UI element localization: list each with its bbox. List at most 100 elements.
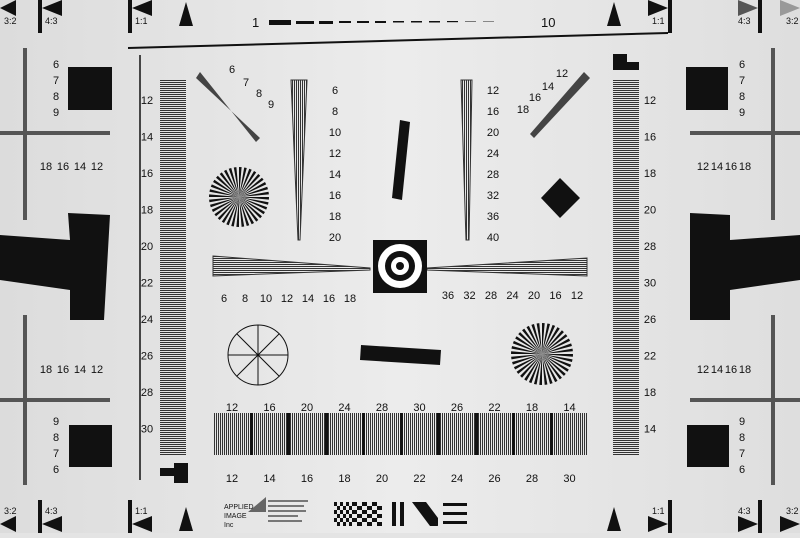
wedge-right-scale-label: 36 <box>487 211 499 223</box>
right-bar-frequency-label: 18 <box>644 387 656 399</box>
right-bar-frequency-label: 18 <box>644 168 656 180</box>
wedge-left-scale-label: 16 <box>329 190 341 202</box>
wedge-right-scale-label: 12 <box>487 85 499 97</box>
diagonal-left-label: 8 <box>256 88 262 100</box>
horizontal-wedge-left-label: 8 <box>242 293 248 305</box>
diagonal-left-label: 9 <box>268 99 274 111</box>
right-lower-vertical-label: 8 <box>739 432 745 444</box>
left-lower-vertical-label: 6 <box>53 464 59 476</box>
ratio-label-4-3-top-right: 4:3 <box>738 16 751 26</box>
wedge-right-scale-label: 24 <box>487 148 499 160</box>
ratio-label-3-2-top-left: 3:2 <box>4 16 17 26</box>
right-upper-vertical-label: 7 <box>739 75 745 87</box>
right-bar-frequency-label: 26 <box>644 314 656 326</box>
horizontal-wedge-left-label: 14 <box>302 293 314 305</box>
left-lower-horizontal-label: 18 <box>40 364 52 376</box>
diagonal-left-label: 6 <box>229 64 235 76</box>
left-bar-frequency-label: 14 <box>141 132 153 144</box>
horizontal-wedge-right-label: 36 <box>442 290 454 302</box>
ratio-label-1-1-bottom-left: 1:1 <box>135 506 148 516</box>
right-upper-vertical-label: 6 <box>739 59 745 71</box>
bottom-block-top-label: 22 <box>488 402 500 414</box>
left-bar-frequency-label: 20 <box>141 241 153 253</box>
right-bar-frequency-label: 20 <box>644 205 656 217</box>
diagonal-right-label: 12 <box>556 68 568 80</box>
right-lower-vertical-label: 9 <box>739 416 745 428</box>
right-lower-horizontal-label: 18 <box>739 364 751 376</box>
left-lower-vertical-label: 9 <box>53 416 59 428</box>
bottom-block-top-label: 16 <box>263 402 275 414</box>
ratio-label-1-1-top-right: 1:1 <box>652 16 665 26</box>
right-bar-frequency-label: 30 <box>644 278 656 290</box>
bottom-block-top-label: 30 <box>413 402 425 414</box>
left-upper-vertical-label: 6 <box>53 59 59 71</box>
wedge-right-scale-label: 28 <box>487 169 499 181</box>
horizontal-wedge-right-label: 16 <box>549 290 561 302</box>
left-lower-horizontal-label: 16 <box>57 364 69 376</box>
left-bar-frequency-label: 24 <box>141 314 153 326</box>
bottom-block-bottom-label: 30 <box>563 473 575 485</box>
left-upper-horizontal-label: 12 <box>91 161 103 173</box>
scale-start-label: 1 <box>252 15 259 30</box>
right-bar-frequency-label: 28 <box>644 241 656 253</box>
left-upper-vertical-label: 8 <box>53 91 59 103</box>
bottom-block-bottom-label: 24 <box>451 473 463 485</box>
bottom-block-top-label: 28 <box>376 402 388 414</box>
diagonal-right-label: 18 <box>517 104 529 116</box>
right-bar-frequency-label: 12 <box>644 95 656 107</box>
bottom-block-bottom-label: 26 <box>488 473 500 485</box>
right-upper-vertical-label: 9 <box>739 107 745 119</box>
right-upper-horizontal-label: 14 <box>711 161 723 173</box>
wedge-left-scale-label: 6 <box>332 85 338 97</box>
bottom-block-top-label: 14 <box>563 402 575 414</box>
diagonal-left-label: 7 <box>243 77 249 89</box>
bottom-block-bottom-label: 22 <box>413 473 425 485</box>
left-bar-frequency-label: 28 <box>141 387 153 399</box>
left-upper-horizontal-label: 14 <box>74 161 86 173</box>
diagonal-right-label: 14 <box>542 81 554 93</box>
left-upper-horizontal-label: 18 <box>40 161 52 173</box>
wedge-left-scale-label: 10 <box>329 127 341 139</box>
left-upper-vertical-label: 7 <box>53 75 59 87</box>
left-bar-frequency-label: 18 <box>141 205 153 217</box>
wedge-right-scale-label: 16 <box>487 106 499 118</box>
logo-line-2: IMAGE <box>224 513 247 520</box>
logo-line-1: APPLIED <box>224 504 254 511</box>
bottom-block-bottom-label: 12 <box>226 473 238 485</box>
ratio-label-3-2-bottom-right: 3:2 <box>786 506 799 516</box>
bottom-block-bottom-label: 18 <box>338 473 350 485</box>
ratio-label-4-3-top-left: 4:3 <box>45 16 58 26</box>
left-bar-frequency-label: 30 <box>141 424 153 436</box>
right-bar-frequency-label: 16 <box>644 132 656 144</box>
right-lower-vertical-label: 7 <box>739 448 745 460</box>
scale-end-label: 10 <box>541 15 555 30</box>
left-lower-vertical-label: 7 <box>53 448 59 460</box>
wedge-left-scale-label: 18 <box>329 211 341 223</box>
left-upper-vertical-label: 9 <box>53 107 59 119</box>
horizontal-wedge-right-label: 24 <box>506 290 518 302</box>
checkerboard-pattern <box>334 502 382 526</box>
wedge-right-scale-label: 32 <box>487 190 499 202</box>
bottom-block-bottom-label: 16 <box>301 473 313 485</box>
bottom-block-bottom-label: 28 <box>526 473 538 485</box>
siemens-star-left <box>209 167 269 227</box>
wedge-right-scale-label: 20 <box>487 127 499 139</box>
left-upper-horizontal-label: 16 <box>57 161 69 173</box>
horizontal-wedge-right-label: 12 <box>571 290 583 302</box>
right-lower-horizontal-label: 14 <box>711 364 723 376</box>
horizontal-wedge-left-label: 16 <box>323 293 335 305</box>
right-bar-frequency-label: 22 <box>644 351 656 363</box>
ratio-label-1-1-top-left: 1:1 <box>135 16 148 26</box>
right-upper-horizontal-label: 12 <box>697 161 709 173</box>
horizontal-wedge-right-label: 32 <box>463 290 475 302</box>
right-bar-frequency-label: 14 <box>644 424 656 436</box>
left-bar-frequency-label: 22 <box>141 278 153 290</box>
ratio-label-3-2-top-right: 3:2 <box>786 16 799 26</box>
horizontal-wedge-left-label: 10 <box>260 293 272 305</box>
horizontal-wedge-right-label: 28 <box>485 290 497 302</box>
left-lower-vertical-label: 8 <box>53 432 59 444</box>
wedge-left-scale-label: 12 <box>329 148 341 160</box>
